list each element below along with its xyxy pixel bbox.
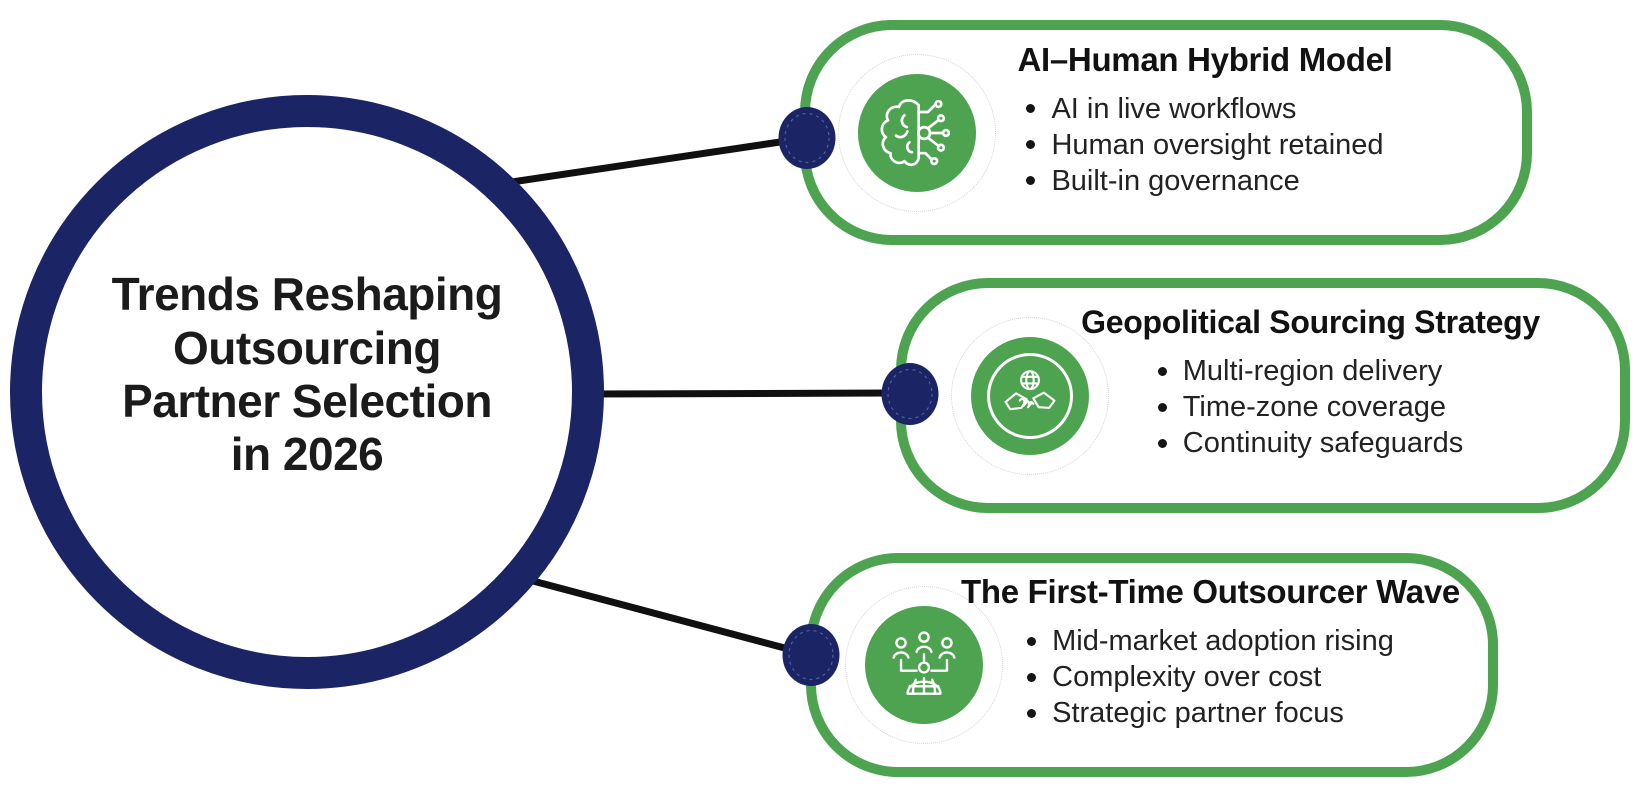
bullet-dot-icon (1157, 366, 1167, 376)
bullet-item: Complexity over cost (1027, 659, 1394, 695)
card-text: The First-Time Outsourcer Wave Mid-marke… (961, 573, 1460, 757)
bullet-text: Multi-region delivery (1182, 355, 1443, 387)
connector-line-3 (514, 573, 815, 659)
bullet-text: Built-in governance (1051, 164, 1300, 197)
bullet-text: Mid-market adoption rising (1052, 625, 1394, 657)
icon-badge (951, 316, 1109, 475)
icon-badge (838, 53, 996, 212)
bullet-dot-icon (1026, 140, 1036, 149)
bullet-text: Complexity over cost (1052, 661, 1322, 693)
bullet-list: Mid-market adoption rising Complexity ov… (1027, 623, 1394, 731)
central-title-line: Outsourcing (173, 321, 441, 374)
bullet-item: Multi-region delivery (1157, 353, 1464, 389)
central-title-line: Partner Selection (122, 375, 492, 427)
ai-brain-circuit-icon (880, 98, 951, 166)
bullet-dot-icon (1027, 708, 1037, 718)
bullet-dot-icon (1026, 104, 1036, 113)
central-title: Trends Reshaping Outsourcing Partner Sel… (112, 268, 503, 481)
card-first-time-outsourcer: The First-Time Outsourcer Wave Mid-marke… (806, 553, 1498, 777)
team-structure-globe-icon (892, 631, 956, 695)
card-heading: The First-Time Outsourcer Wave (961, 573, 1460, 610)
bullet-text: Time-zone coverage (1182, 391, 1447, 423)
connector-line-2 (576, 389, 914, 398)
bullet-item: Time-zone coverage (1157, 389, 1464, 425)
connector-line-1 (501, 134, 811, 187)
bullet-list: Multi-region delivery Time-zone coverage… (1157, 353, 1464, 461)
icon-circle (865, 606, 983, 724)
bullet-dot-icon (1157, 438, 1167, 448)
card-heading: AI–Human Hybrid Model (1017, 40, 1393, 78)
bullet-item: AI in live workflows (1026, 91, 1383, 127)
bullet-item: Human oversight retained (1026, 127, 1384, 163)
central-circle: Trends Reshaping Outsourcing Partner Sel… (10, 95, 604, 689)
bullet-text: Strategic partner focus (1052, 697, 1344, 729)
card-text: Geopolitical Sourcing Strategy Multi-reg… (1067, 304, 1554, 487)
bullet-dot-icon (1027, 636, 1037, 646)
icon-inner-ring (987, 352, 1073, 439)
bullet-text: AI in live workflows (1051, 92, 1297, 125)
card-heading: Geopolitical Sourcing Strategy (1081, 304, 1540, 340)
bullet-item: Strategic partner focus (1027, 695, 1394, 731)
card-text: AI–Human Hybrid Model AI in live workflo… (954, 41, 1456, 225)
bullet-dot-icon (1026, 176, 1036, 185)
bullet-dot-icon (1027, 672, 1037, 682)
bullet-text: Continuity safeguards (1182, 427, 1464, 459)
card-ai-human-hybrid: AI–Human Hybrid Model AI in live workflo… (800, 20, 1532, 245)
central-title-line: Trends Reshaping (111, 268, 503, 321)
icon-circle (858, 73, 976, 192)
central-title-line: in 2026 (230, 428, 384, 481)
bullet-list: AI in live workflows Human oversight ret… (1026, 91, 1384, 199)
icon-circle (971, 336, 1089, 455)
card-geopolitical-sourcing: Geopolitical Sourcing Strategy Multi-reg… (896, 278, 1630, 513)
icon-badge (845, 586, 1003, 744)
bullet-dot-icon (1157, 402, 1167, 412)
bullet-text: Human oversight retained (1051, 128, 1384, 161)
bullet-item: Mid-market adoption rising (1027, 623, 1394, 659)
bullet-item: Built-in governance (1026, 163, 1383, 199)
bullet-item: Continuity safeguards (1157, 425, 1464, 461)
